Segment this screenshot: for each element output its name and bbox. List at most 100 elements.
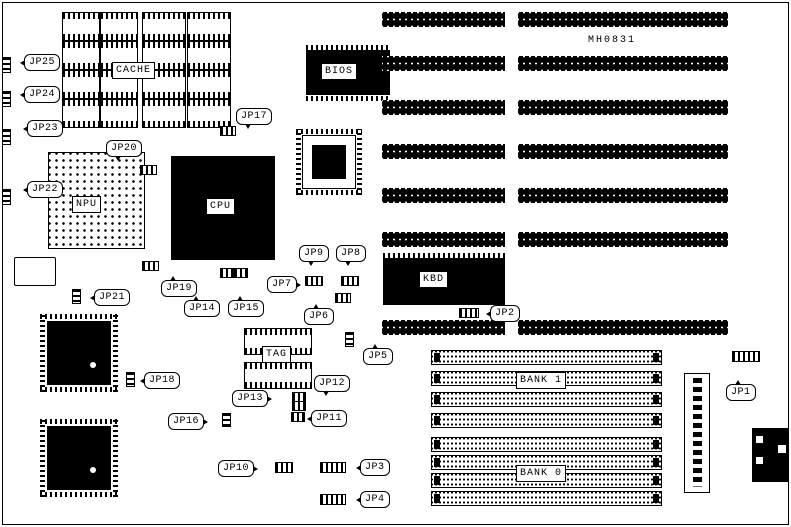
- simm-socket: [431, 350, 662, 365]
- jumper-pins-jp5: [345, 332, 354, 347]
- jumper-pins-jp18: [126, 372, 135, 387]
- cache-label: CACHE: [112, 62, 156, 79]
- callout-jp13: JP13: [232, 390, 273, 407]
- isa-slot-segment: [382, 188, 505, 203]
- callout-jp16: JP16: [168, 413, 209, 430]
- callout-jp25: JP25: [19, 54, 61, 71]
- qfp-chip-2: [40, 419, 118, 497]
- jumper-pins-jp3: [320, 462, 346, 473]
- jumper-pins-jp16: [222, 413, 231, 427]
- qfp-chip-body: [47, 426, 111, 490]
- jumper-pins-jp24: [2, 91, 11, 107]
- callout-jp15: JP15: [228, 296, 265, 317]
- callout-jp10: JP10: [218, 460, 259, 477]
- cpu-label: CPU: [206, 198, 236, 215]
- callout-jp12: JP12: [314, 375, 351, 396]
- jumper-pins-jp25: [2, 57, 11, 73]
- isa-slot-segment: [382, 144, 505, 159]
- isa-slot-segment: [382, 56, 505, 71]
- cache-chip: [62, 70, 100, 99]
- jumper-pins-jp22: [2, 189, 11, 205]
- qfp-chip-1: [40, 314, 118, 392]
- bios-pins: [306, 45, 390, 50]
- kbd-label: KBD: [419, 271, 449, 288]
- cache-chip: [62, 12, 100, 41]
- jumper-pins-jp6: [335, 293, 351, 303]
- callout-jp17: JP17: [236, 108, 273, 129]
- connector-pin: [778, 445, 786, 453]
- isa-slot-segment: [518, 232, 728, 247]
- callout-jp19: JP19: [161, 276, 198, 297]
- callout-jp23: JP23: [22, 120, 64, 137]
- callout-jp18: JP18: [139, 372, 181, 389]
- isa-slot-segment: [382, 100, 505, 115]
- isa-slot-segment: [382, 232, 505, 247]
- jumper-pins-jp15: [234, 268, 248, 278]
- qfp-chip-body: [47, 321, 111, 385]
- jumper-pins-jp17: [220, 126, 236, 136]
- cache-chip: [187, 12, 231, 41]
- qfp-chip-core: [312, 145, 346, 179]
- cache-chip: [100, 12, 138, 41]
- callout-jp11: JP11: [306, 410, 348, 427]
- cache-chip: [100, 99, 138, 128]
- simm-socket: [431, 392, 662, 407]
- jumper-pins-jp20: [140, 165, 157, 175]
- callout-jp14: JP14: [184, 296, 221, 317]
- bank1-label: BANK 1: [516, 372, 567, 389]
- qfp-chip-chipset: [296, 129, 362, 195]
- cache-chip: [62, 99, 100, 128]
- simm-socket: [431, 455, 662, 470]
- jumper-pins-jp8: [341, 276, 359, 286]
- tag-ram-chip: [244, 362, 312, 389]
- callout-jp24: JP24: [19, 86, 61, 103]
- bios-pins: [306, 96, 390, 101]
- callout-jp4: JP4: [356, 491, 390, 508]
- jumper-pins-jp13: [292, 401, 306, 411]
- callout-jp8: JP8: [336, 245, 366, 266]
- callout-jp2: JP2: [486, 305, 520, 322]
- cache-chip: [142, 12, 186, 41]
- isa-slot-segment: [518, 100, 728, 115]
- callout-jp3: JP3: [356, 459, 390, 476]
- isa-slot-segment: [382, 12, 505, 27]
- board-id-text: MH0831: [588, 35, 637, 46]
- isa-slot-segment: [518, 144, 728, 159]
- jumper-pins-jp4: [320, 494, 346, 505]
- jumper-pins-jp14: [220, 268, 234, 278]
- isa-slot-segment: [518, 56, 728, 71]
- callout-jp22: JP22: [22, 181, 64, 198]
- power-connector: [684, 373, 710, 493]
- jumper-pins-jp23: [2, 129, 11, 145]
- bank0-label: BANK 0: [516, 465, 567, 482]
- cache-chip: [142, 99, 186, 128]
- npu-label: NPU: [72, 196, 102, 213]
- cache-chip: [187, 41, 231, 70]
- jumper-pins-jp1: [732, 351, 760, 362]
- jumper-pins-jp11: [291, 412, 305, 422]
- cache-chip: [187, 70, 231, 99]
- qfp-chip-body: [302, 135, 356, 189]
- callout-jp20: JP20: [106, 140, 143, 161]
- callout-jp7: JP7: [267, 276, 300, 293]
- connector-pin: [756, 436, 763, 443]
- isa-slot-segment: [518, 188, 728, 203]
- callout-jp6: JP6: [304, 304, 334, 325]
- simm-socket: [431, 437, 662, 452]
- jumper-pins-jp2: [459, 308, 479, 318]
- connector-pin: [756, 457, 763, 464]
- simm-socket: [431, 413, 662, 428]
- bios-label: BIOS: [321, 63, 358, 80]
- isa-slot-segment: [518, 320, 728, 335]
- callout-jp21: JP21: [89, 289, 131, 306]
- jumper-pins-jp10: [275, 462, 293, 473]
- jumper-pins-jp21: [72, 289, 81, 304]
- callout-jp9: JP9: [299, 245, 329, 266]
- cache-chip: [62, 41, 100, 70]
- cache-chip: [187, 99, 231, 128]
- callout-jp1: JP1: [726, 380, 756, 401]
- pin1-dot: [90, 467, 96, 473]
- isa-slot-segment: [382, 320, 505, 335]
- jumper-pins-jp9: [305, 276, 323, 286]
